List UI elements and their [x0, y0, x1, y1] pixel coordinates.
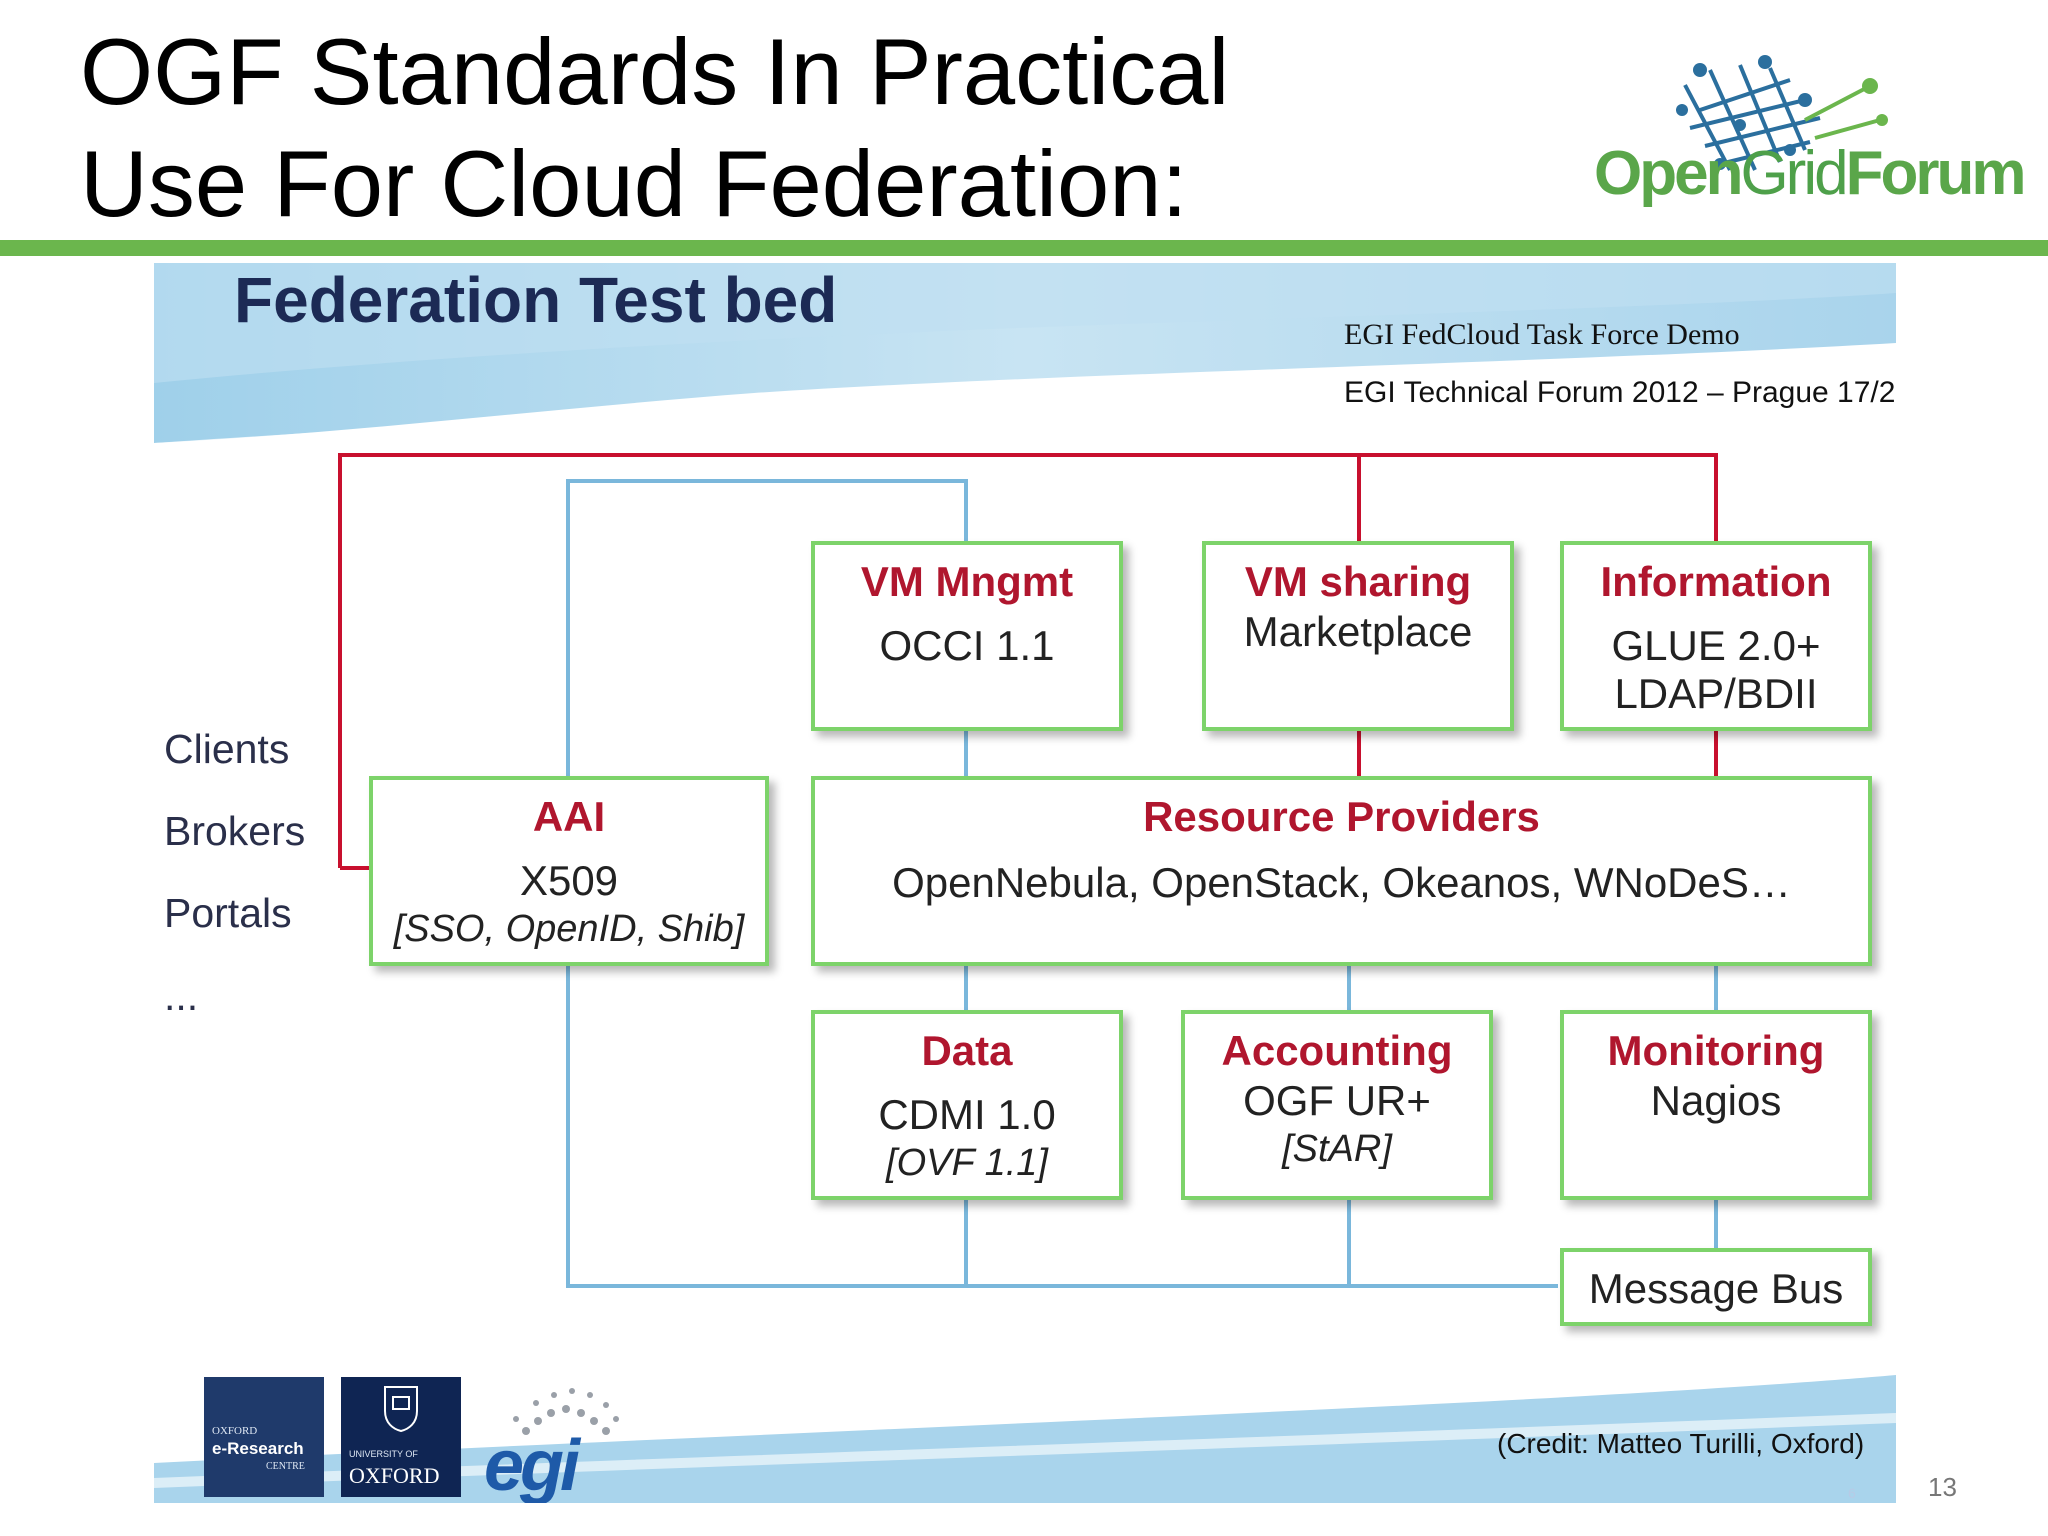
box-accounting-line2: [StAR] — [1282, 1128, 1392, 1170]
side-label-portals: Portals — [164, 890, 292, 936]
box-aai: AAI X509 [SSO, OpenID, Shib] — [369, 776, 769, 966]
box-vm-mngmt: VM Mngmt OCCI 1.1 — [811, 541, 1123, 731]
federation-testbed-slide: Federation Test bed EGI FedCloud Task Fo… — [154, 263, 1896, 1503]
egi-logo-text: egi — [484, 1426, 580, 1503]
slide-title-line-1: OGF Standards In Practical — [80, 19, 1230, 124]
box-accounting-line1: OGF UR+ — [1243, 1077, 1431, 1124]
oxford-crest-icon — [384, 1386, 418, 1433]
ogf-logo-forum: Forum — [1845, 139, 2027, 208]
box-data-line2: [OVF 1.1] — [886, 1142, 1048, 1184]
box-vm-mngmt-title: VM Mngmt — [860, 558, 1074, 605]
oerc-logo-line3: CENTRE — [266, 1461, 305, 1472]
box-information: Information GLUE 2.0+ LDAP/BDII — [1560, 541, 1872, 731]
oxford-logo-line2: OXFORD — [349, 1463, 440, 1488]
box-resource-providers-line1: OpenNebula, OpenStack, Okeanos, WNoDeS… — [892, 859, 1791, 906]
ogf-logo-text: OpenGridForum — [1594, 138, 2027, 209]
box-monitoring-line1: Nagios — [1650, 1077, 1782, 1124]
side-label-more: ... — [164, 973, 199, 1019]
box-vm-mngmt-line1: OCCI 1.1 — [879, 622, 1055, 669]
blue-wire-main — [566, 479, 1558, 1288]
side-label-brokers: Brokers — [164, 808, 306, 854]
slide-title: OGF Standards In Practical Use For Cloud… — [80, 16, 1229, 240]
ogf-grid-logo-icon — [1676, 55, 1888, 171]
credit-text: (Credit: Matteo Turilli, Oxford) — [1497, 1428, 1865, 1459]
box-aai-line2: [SSO, OpenID, Shib] — [393, 908, 745, 950]
slide-page-number: 13 — [1928, 1472, 1957, 1502]
side-label-clients: Clients — [164, 726, 290, 772]
egi-logo: egi — [476, 1377, 646, 1503]
red-wire-main — [338, 453, 1718, 868]
box-aai-title: AAI — [532, 793, 606, 840]
box-aai-line1: X509 — [519, 857, 619, 904]
ogf-logo-grid: Grid — [1740, 139, 1848, 208]
box-data-title: Data — [921, 1027, 1013, 1074]
box-monitoring: Monitoring Nagios — [1560, 1010, 1872, 1200]
testbed-heading: Federation Test bed — [234, 264, 838, 336]
box-accounting-title: Accounting — [1221, 1027, 1453, 1074]
testbed-subtitle-demo: EGI FedCloud Task Force Demo — [1344, 318, 1740, 351]
oerc-logo-line1: OXFORD — [212, 1425, 258, 1437]
egi-dots-icon — [513, 1388, 619, 1435]
slide-title-line-2: Use For Cloud Federation: — [80, 131, 1188, 236]
box-message-bus-line1: Message Bus — [1588, 1265, 1844, 1312]
oerc-logo-line2: e-Research — [212, 1439, 304, 1458]
box-data-line1: CDMI 1.0 — [878, 1091, 1056, 1138]
box-data: Data CDMI 1.0 [OVF 1.1] — [811, 1010, 1123, 1200]
box-accounting: Accounting OGF UR+ [StAR] — [1181, 1010, 1493, 1200]
box-monitoring-title: Monitoring — [1607, 1027, 1825, 1074]
box-information-line2: LDAP/BDII — [1614, 670, 1818, 717]
ogf-logo-open: Open — [1594, 139, 1743, 208]
box-message-bus: Message Bus — [1560, 1248, 1872, 1326]
oxford-logo: UNIVERSITY OF OXFORD — [341, 1377, 461, 1497]
box-resource-providers: Resource Providers OpenNebula, OpenStack… — [811, 776, 1872, 966]
box-vm-sharing-title: VM sharing — [1244, 558, 1472, 605]
testbed-subtitle-forum: EGI Technical Forum 2012 – Prague 17/21 … — [1344, 376, 1896, 409]
oerc-logo: OXFORD e-Research CENTRE — [204, 1377, 324, 1497]
title-divider — [0, 240, 2048, 256]
inner-page-number: 6 — [1848, 1485, 1856, 1501]
top-banner-wave — [154, 263, 1896, 453]
oxford-logo-line1: UNIVERSITY OF — [349, 1449, 418, 1459]
box-information-line1: GLUE 2.0+ — [1611, 622, 1821, 669]
box-vm-sharing: VM sharing Marketplace — [1202, 541, 1514, 731]
box-vm-sharing-line1: Marketplace — [1243, 608, 1473, 655]
connection-wires — [338, 453, 1718, 1288]
box-resource-providers-title: Resource Providers — [1143, 793, 1540, 840]
box-information-title: Information — [1600, 558, 1832, 605]
